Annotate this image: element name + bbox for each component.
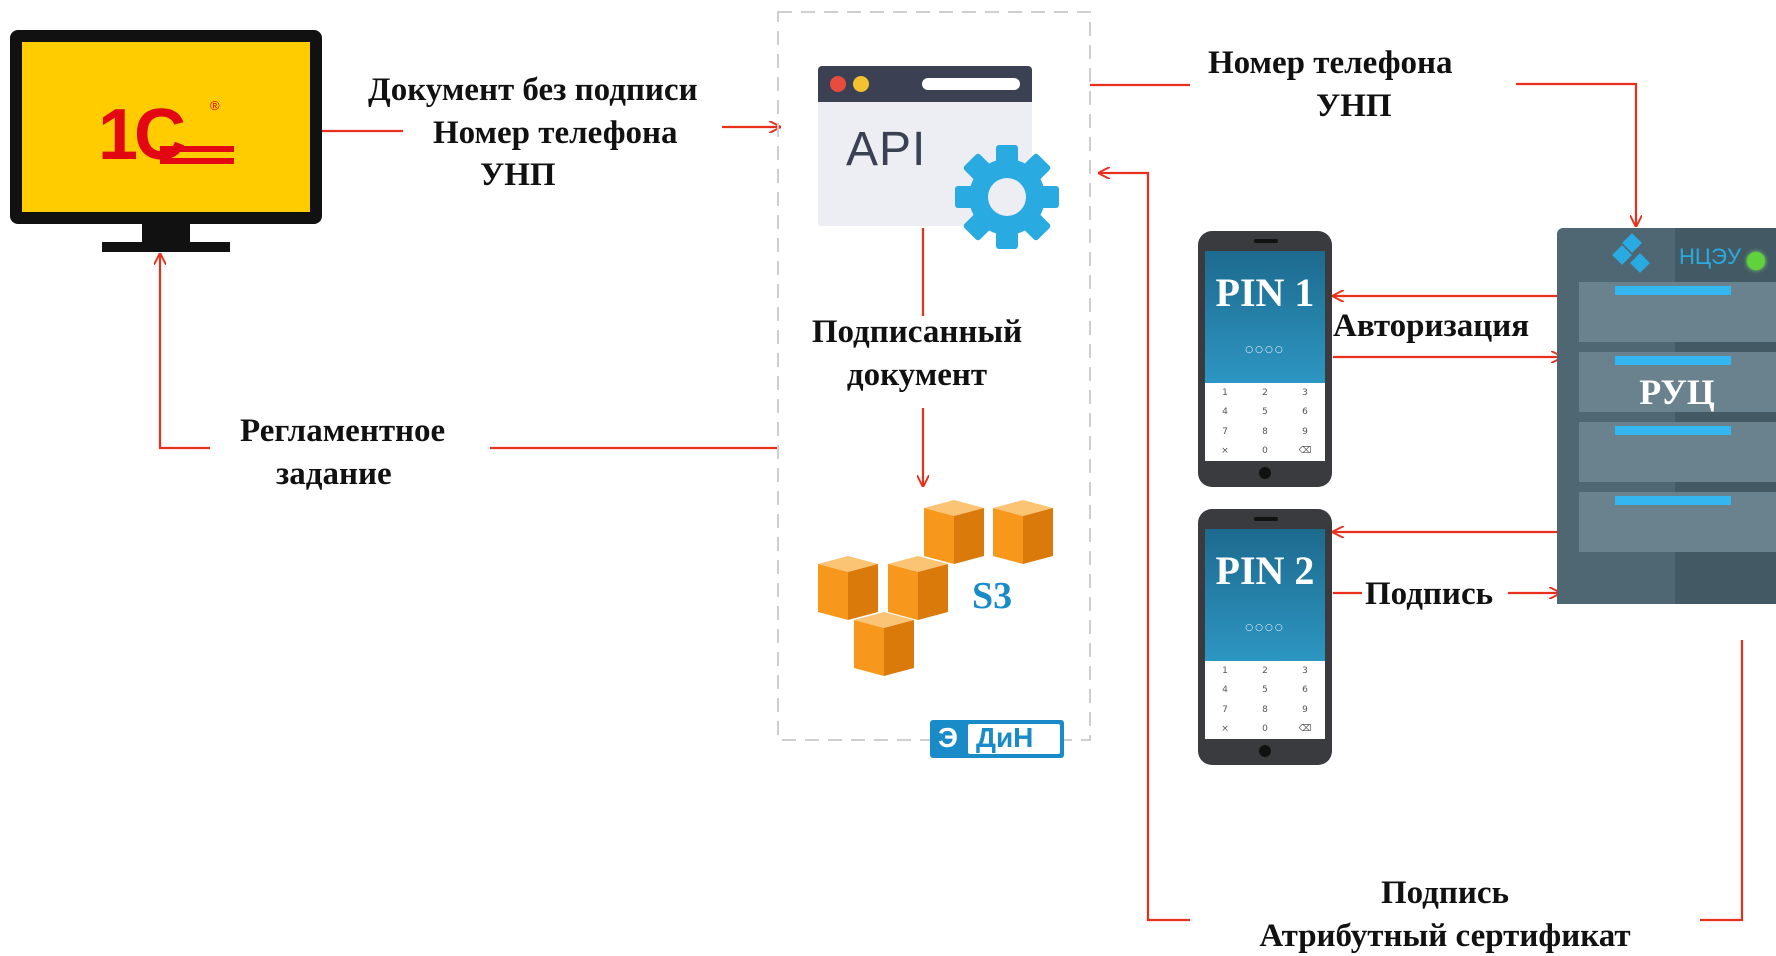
phone-key[interactable]: 9 bbox=[1302, 426, 1308, 437]
phone-key[interactable]: 0 bbox=[1262, 724, 1268, 735]
phone-key[interactable]: 7 bbox=[1222, 704, 1228, 715]
label-phone-number-left: Номер телефона bbox=[433, 115, 678, 151]
label-scheduled-1: Регламентное bbox=[240, 413, 446, 449]
label-signed-doc-1: Подписанный bbox=[811, 314, 1023, 350]
arrow-server-to-api bbox=[1700, 640, 1744, 922]
phone-pin-dots: ○○○○ bbox=[1245, 345, 1285, 355]
smartphone-icon: PIN 2 ○○○○ 1 2 3 4 5 6 7 8 9 × 0 ⌫ bbox=[1198, 509, 1332, 765]
monitor-neck bbox=[142, 224, 190, 242]
label-authorization: Авторизация bbox=[1333, 308, 1530, 344]
s3-cubes-icon bbox=[818, 500, 1053, 676]
phone-keypad: 1 2 3 4 5 6 7 8 9 × 0 ⌫ bbox=[1205, 661, 1325, 739]
window-address-bar bbox=[922, 78, 1020, 90]
server-bay-bar bbox=[1615, 286, 1731, 295]
phone-key[interactable]: 2 bbox=[1262, 387, 1268, 398]
logo-1c-stripe bbox=[160, 146, 234, 152]
edin-logo-inner bbox=[968, 724, 1060, 754]
phone-key[interactable]: 4 bbox=[1222, 685, 1228, 696]
phone-key[interactable]: 9 bbox=[1302, 704, 1308, 715]
phone-key[interactable]: 5 bbox=[1262, 407, 1268, 418]
phone-keypad: 1 2 3 4 5 6 7 8 9 × 0 ⌫ bbox=[1205, 383, 1325, 461]
label-signature-bottom: Подпись bbox=[1380, 875, 1510, 911]
phone-key[interactable]: 8 bbox=[1262, 704, 1268, 715]
phone-key[interactable]: 0 bbox=[1262, 446, 1268, 457]
edin-logo: Э ДиН bbox=[930, 720, 1064, 758]
phone-home-button[interactable] bbox=[1259, 467, 1271, 479]
label-attr-certificate: Атрибутный сертификат bbox=[1259, 918, 1631, 954]
phone-key[interactable]: 1 bbox=[1222, 665, 1228, 676]
phone-speaker bbox=[1254, 517, 1278, 521]
phone-speaker bbox=[1254, 239, 1278, 243]
phone-key[interactable]: 8 bbox=[1262, 426, 1268, 437]
label-unp-right: УНП bbox=[1316, 88, 1392, 124]
server-rack-icon: НЦЭУ РУЦ bbox=[1557, 228, 1776, 604]
api-gear-icon bbox=[955, 145, 1059, 249]
phone-pin-label: PIN 2 bbox=[1215, 548, 1315, 593]
phone-key[interactable]: 5 bbox=[1262, 685, 1268, 696]
arrow-server-to-api-head bbox=[1099, 173, 1190, 922]
phone-pin-dots: ○○○○ bbox=[1245, 623, 1285, 633]
label-unp-left: УНП bbox=[480, 157, 556, 193]
logo-1c-mark: 1С ® bbox=[98, 95, 248, 175]
monitor-stand bbox=[102, 242, 230, 252]
phone-pin-label: PIN 1 bbox=[1215, 270, 1315, 315]
phone-key[interactable]: 7 bbox=[1222, 426, 1228, 437]
label-signed-doc-2: документ bbox=[846, 357, 988, 393]
s3-label: S3 bbox=[972, 575, 1013, 617]
phone-key[interactable]: 6 bbox=[1302, 407, 1308, 418]
api-text: API bbox=[846, 123, 927, 176]
phone-screen: PIN 1 ○○○○ 1 2 3 4 5 6 7 8 9 × 0 ⌫ bbox=[1205, 251, 1325, 461]
server-status-led bbox=[1747, 252, 1765, 270]
phone-key[interactable]: × bbox=[1221, 446, 1229, 457]
phone-key[interactable]: 3 bbox=[1302, 665, 1308, 676]
label-scheduled-2: задание bbox=[276, 456, 392, 492]
edin-logo-right: ДиН bbox=[976, 722, 1034, 753]
server-brand: НЦЭУ bbox=[1679, 244, 1741, 269]
phone-key[interactable]: 4 bbox=[1222, 407, 1228, 418]
window-dot-yellow bbox=[853, 76, 869, 92]
server-bay-bar bbox=[1615, 496, 1731, 505]
phone-key[interactable]: × bbox=[1221, 724, 1229, 735]
phone-key[interactable]: 3 bbox=[1302, 387, 1308, 398]
phone-key[interactable]: 2 bbox=[1262, 665, 1268, 676]
phone-key[interactable]: 1 bbox=[1222, 387, 1228, 398]
arrow-api-to-ruc-head bbox=[1516, 82, 1636, 226]
arrow-scheduled-to-1c-head bbox=[160, 254, 210, 450]
api-window: API bbox=[818, 66, 1059, 249]
label-phone-number-right: Номер телефона bbox=[1208, 45, 1453, 81]
edin-logo-left: Э bbox=[938, 722, 958, 753]
phone-screen: PIN 2 ○○○○ 1 2 3 4 5 6 7 8 9 × 0 ⌫ bbox=[1205, 529, 1325, 739]
phone-key[interactable]: 6 bbox=[1302, 685, 1308, 696]
phone-home-button[interactable] bbox=[1259, 745, 1271, 757]
server-bay-bar bbox=[1615, 356, 1731, 365]
smartphone-icon: PIN 1 ○○○○ 1 2 3 4 5 6 7 8 9 × 0 ⌫ bbox=[1198, 231, 1332, 487]
label-signature-mid: Подпись bbox=[1365, 576, 1494, 612]
server-bay-bar bbox=[1615, 426, 1731, 435]
monitor-1c: 1С ® bbox=[10, 30, 322, 254]
server-label: РУЦ bbox=[1639, 372, 1715, 412]
label-doc-unsigned: Документ без подписи bbox=[368, 72, 698, 108]
window-dot-red bbox=[830, 76, 846, 92]
phone-key[interactable]: ⌫ bbox=[1298, 446, 1312, 457]
monitor-screen bbox=[22, 42, 310, 212]
ncey-logo-icon bbox=[1612, 233, 1650, 273]
logo-1c-registered: ® bbox=[210, 98, 220, 113]
phone-key[interactable]: ⌫ bbox=[1298, 724, 1312, 735]
logo-1c-stripe bbox=[160, 158, 234, 164]
